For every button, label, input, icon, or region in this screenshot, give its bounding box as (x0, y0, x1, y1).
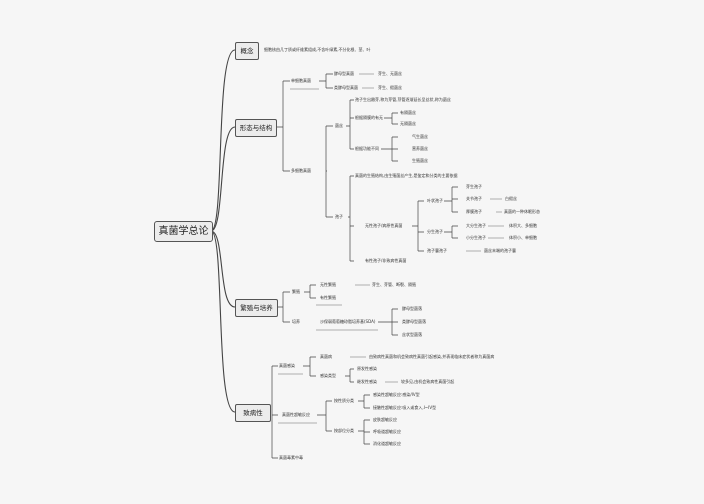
node-macro-example[interactable]: 体积大、多细胞 (509, 223, 537, 228)
node-vegetative[interactable]: 营养菌丝 (412, 146, 428, 151)
node-infectious-hypersensitivity[interactable]: 感染性超敏反应:感染/IV型 (373, 392, 420, 397)
node-blastospore[interactable]: 芽生孢子 (466, 184, 482, 189)
topic-pathogenicity[interactable]: 致病性 (235, 404, 271, 422)
node-filamentous-colony[interactable]: 丝状型菌落 (402, 332, 422, 337)
topic-culture[interactable]: 繁殖与培养 (235, 299, 278, 317)
node-infection-types[interactable]: 感染类型 (320, 373, 336, 378)
root-topic[interactable]: 真菌学总论 (154, 221, 213, 242)
node-sporangiospore[interactable]: 孢子囊孢子 (427, 248, 447, 253)
node-by-function[interactable]: 根据功能不同 (355, 146, 379, 151)
topic-concept[interactable]: 概念 (235, 42, 259, 60)
node-asexual-spores[interactable]: 无性孢子/病原性真菌 (365, 223, 403, 228)
node-sexual-spores[interactable]: 有性孢子/非致病性真菌 (365, 258, 407, 263)
node-by-site[interactable]: 按部位分类 (334, 428, 354, 433)
node-spores[interactable]: 孢子 (335, 214, 343, 219)
node-yeastlike-colony[interactable]: 类酵母型菌落 (402, 319, 426, 324)
node-secondary-example[interactable]: 较多见,由机会致病性真菌引起 (401, 379, 455, 384)
node-macroconidia[interactable]: 大分生孢子 (466, 223, 486, 228)
node-hypersensitivity[interactable]: 真菌性超敏反应 (282, 412, 310, 417)
node-microconidia[interactable]: 小分生孢子 (466, 235, 486, 240)
node-arthrospore[interactable]: 关节孢子 (466, 196, 482, 201)
node-yeastlike[interactable]: 类酵母型真菌 (334, 85, 358, 90)
node-aseptate[interactable]: 无隔菌丝 (400, 121, 416, 126)
node-mycosis-definition[interactable]: 由致病性真菌和机会致病性真菌引起感染,并表现临床症状者称为真菌病 (369, 354, 495, 359)
node-chlamydo-example[interactable]: 白假丝 (505, 196, 517, 201)
node-fungal-infection[interactable]: 真菌感染 (279, 363, 295, 368)
node-contact-hypersensitivity[interactable]: 接触性超敏反应:吸入或食入,I~IV型 (373, 405, 437, 410)
node-multicellular[interactable]: 多细胞真菌 (291, 168, 311, 173)
node-hyphae[interactable]: 菌丝 (335, 123, 343, 128)
node-chlamydospore[interactable]: 厚膜孢子 (466, 209, 482, 214)
node-asexual-reproduction-example[interactable]: 芽生、芽管、断裂、隔殖 (372, 282, 416, 287)
node-reproduction[interactable]: 繁殖 (292, 289, 300, 294)
node-respiratory-hypersensitivity[interactable]: 呼吸道超敏反应 (373, 429, 401, 434)
node-yeast[interactable]: 酵母型真菌 (334, 71, 354, 76)
node-yeast-example[interactable]: 芽生、无菌丝 (378, 71, 402, 76)
node-unicellular[interactable]: 单细胞真菌 (291, 78, 311, 83)
concept-definition[interactable]: 细胞核由几丁质或纤维素组成,不含叶绿素,不分化根、茎、叶 (264, 47, 371, 52)
node-spores-desc[interactable]: 真菌的生殖结构,由生殖菌丝产生,是鉴定和分类的主要依据 (355, 173, 458, 178)
node-by-septum[interactable]: 根据隔膜的有无 (355, 115, 383, 120)
node-reproductive[interactable]: 生殖菌丝 (412, 158, 428, 163)
node-mycosis[interactable]: 真菌病 (320, 354, 332, 359)
topic-morphology[interactable]: 形态与结构 (235, 119, 277, 137)
node-sda-medium[interactable]: 沙保弱葡萄糖琼脂培养基(SDA) (320, 319, 376, 324)
node-skin-hypersensitivity[interactable]: 皮肤超敏反应 (373, 417, 397, 422)
node-by-nature[interactable]: 按性质分类 (334, 398, 354, 403)
node-mycotoxicosis[interactable]: 真菌毒素中毒 (279, 455, 303, 460)
node-digestive-hypersensitivity[interactable]: 消化道超敏反应 (373, 441, 401, 446)
node-septate[interactable]: 有隔菌丝 (400, 110, 416, 115)
node-primary-infection[interactable]: 原发性感染 (357, 366, 377, 371)
node-thallospore[interactable]: 叶状孢子 (427, 198, 443, 203)
node-yeast-colony[interactable]: 酵母型菌落 (402, 306, 422, 311)
node-asexual-reproduction[interactable]: 无性繁殖 (320, 282, 336, 287)
node-arthro-example[interactable]: 真菌的一种休眠形态 (504, 209, 540, 214)
node-sexual-reproduction[interactable]: 有性繁殖 (320, 295, 336, 300)
node-secondary-infection[interactable]: 继发性感染 (357, 379, 377, 384)
node-cultivation[interactable]: 培养 (292, 319, 300, 324)
node-yeastlike-example[interactable]: 芽生、假菌丝 (378, 85, 402, 90)
node-micro-example[interactable]: 体积小、单细胞 (509, 235, 537, 240)
node-hyphae-desc[interactable]: 孢子生出嫩芽,称为芽管,芽管逐渐延长呈丝状,称为菌丝 (355, 97, 451, 102)
node-sporangio-example[interactable]: 菌丝末端的孢子囊 (484, 248, 516, 253)
node-conidia[interactable]: 分生孢子 (427, 229, 443, 234)
node-aerial[interactable]: 气生菌丝 (412, 134, 428, 139)
